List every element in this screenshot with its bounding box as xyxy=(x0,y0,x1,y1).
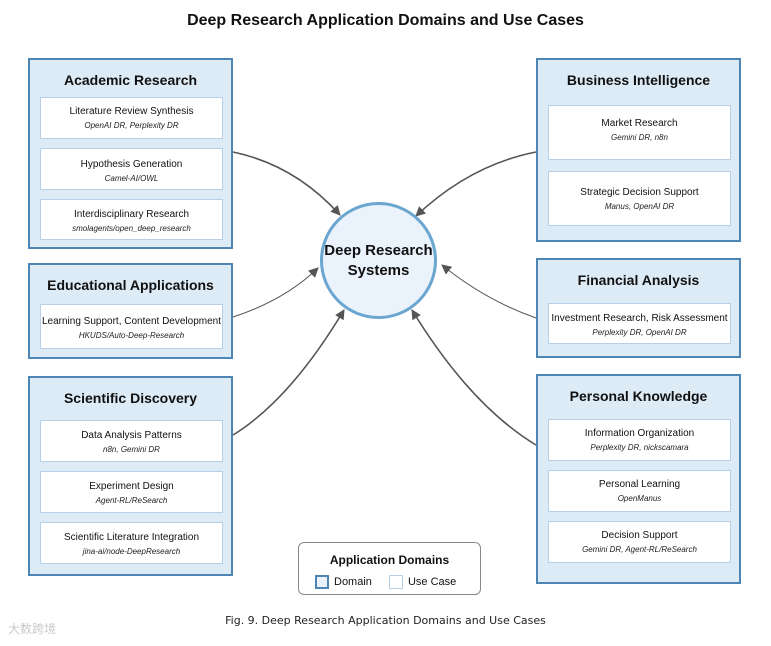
arrow-personal xyxy=(411,309,537,446)
domain-personal-knowledge: Personal Knowledge Information Organizat… xyxy=(536,374,741,584)
domain-title: Financial Analysis xyxy=(577,272,700,288)
domain-title: Academic Research xyxy=(63,72,198,88)
domain-title: Educational Applications xyxy=(47,277,214,293)
legend-domain-label: Domain xyxy=(334,576,372,588)
figure-caption: Fig. 9. Deep Research Application Domain… xyxy=(225,614,546,627)
arrow-academic xyxy=(232,151,341,216)
domain-academic-research: Academic Research Literature Review Synt… xyxy=(28,58,233,249)
use-case-data-analysis-patterns: Data Analysis Patterns n8n, Gemini DR xyxy=(40,420,223,462)
arrow-financial xyxy=(441,264,537,319)
use-case-decision-support: Decision Support Gemini DR, Agent-RL/ReS… xyxy=(548,521,731,563)
center-label-line2: Systems xyxy=(347,261,410,279)
arrow-educational xyxy=(232,267,319,318)
use-case-learning-support: Learning Support, Content Development HK… xyxy=(40,304,223,349)
use-case-investment-research: Investment Research, Risk Assessment Per… xyxy=(548,303,731,344)
domain-business-intelligence: Business Intelligence Market Research Ge… xyxy=(536,58,741,242)
domain-financial-analysis: Financial Analysis Investment Research, … xyxy=(536,258,741,358)
use-case-hypothesis-generation: Hypothesis Generation Camel-AI/OWL xyxy=(40,148,223,190)
center-node-deep-research-systems: Deep Research Systems xyxy=(320,202,437,319)
use-case-market-research: Market Research Gemini DR, n8n xyxy=(548,105,731,160)
watermark: 大数跨境 xyxy=(8,622,57,636)
use-case-strategic-decision-support: Strategic Decision Support Manus, OpenAI… xyxy=(548,171,731,226)
use-case-interdisciplinary-research: Interdisciplinary Research smolagents/op… xyxy=(40,199,223,240)
legend-usecase-label: Use Case xyxy=(407,576,457,588)
use-case-information-organization: Information Organization Perplexity DR, … xyxy=(548,419,731,461)
domain-title: Business Intelligence xyxy=(566,72,711,88)
legend-domain-swatch xyxy=(315,575,329,589)
domain-educational-applications: Educational Applications Learning Suppor… xyxy=(28,263,233,359)
use-case-literature-review: Literature Review Synthesis OpenAI DR, P… xyxy=(40,97,223,139)
diagram-title: Deep Research Application Domains and Us… xyxy=(187,12,584,29)
use-case-scientific-literature-integration: Scientific Literature Integration jina-a… xyxy=(40,522,223,564)
arrow-scientific xyxy=(232,309,345,436)
arrow-business xyxy=(415,151,537,217)
domain-title: Scientific Discovery xyxy=(63,390,198,406)
center-label-line1: Deep Research xyxy=(324,241,433,259)
domain-scientific-discovery: Scientific Discovery Data Analysis Patte… xyxy=(28,376,233,576)
use-case-experiment-design: Experiment Design Agent-RL/ReSearch xyxy=(40,471,223,513)
legend: Application Domains Domain Use Case xyxy=(298,542,481,595)
domain-title: Personal Knowledge xyxy=(569,388,708,404)
legend-title: Application Domains xyxy=(329,553,450,567)
legend-usecase-swatch xyxy=(388,575,403,589)
use-case-personal-learning: Personal Learning OpenManus xyxy=(548,470,731,512)
